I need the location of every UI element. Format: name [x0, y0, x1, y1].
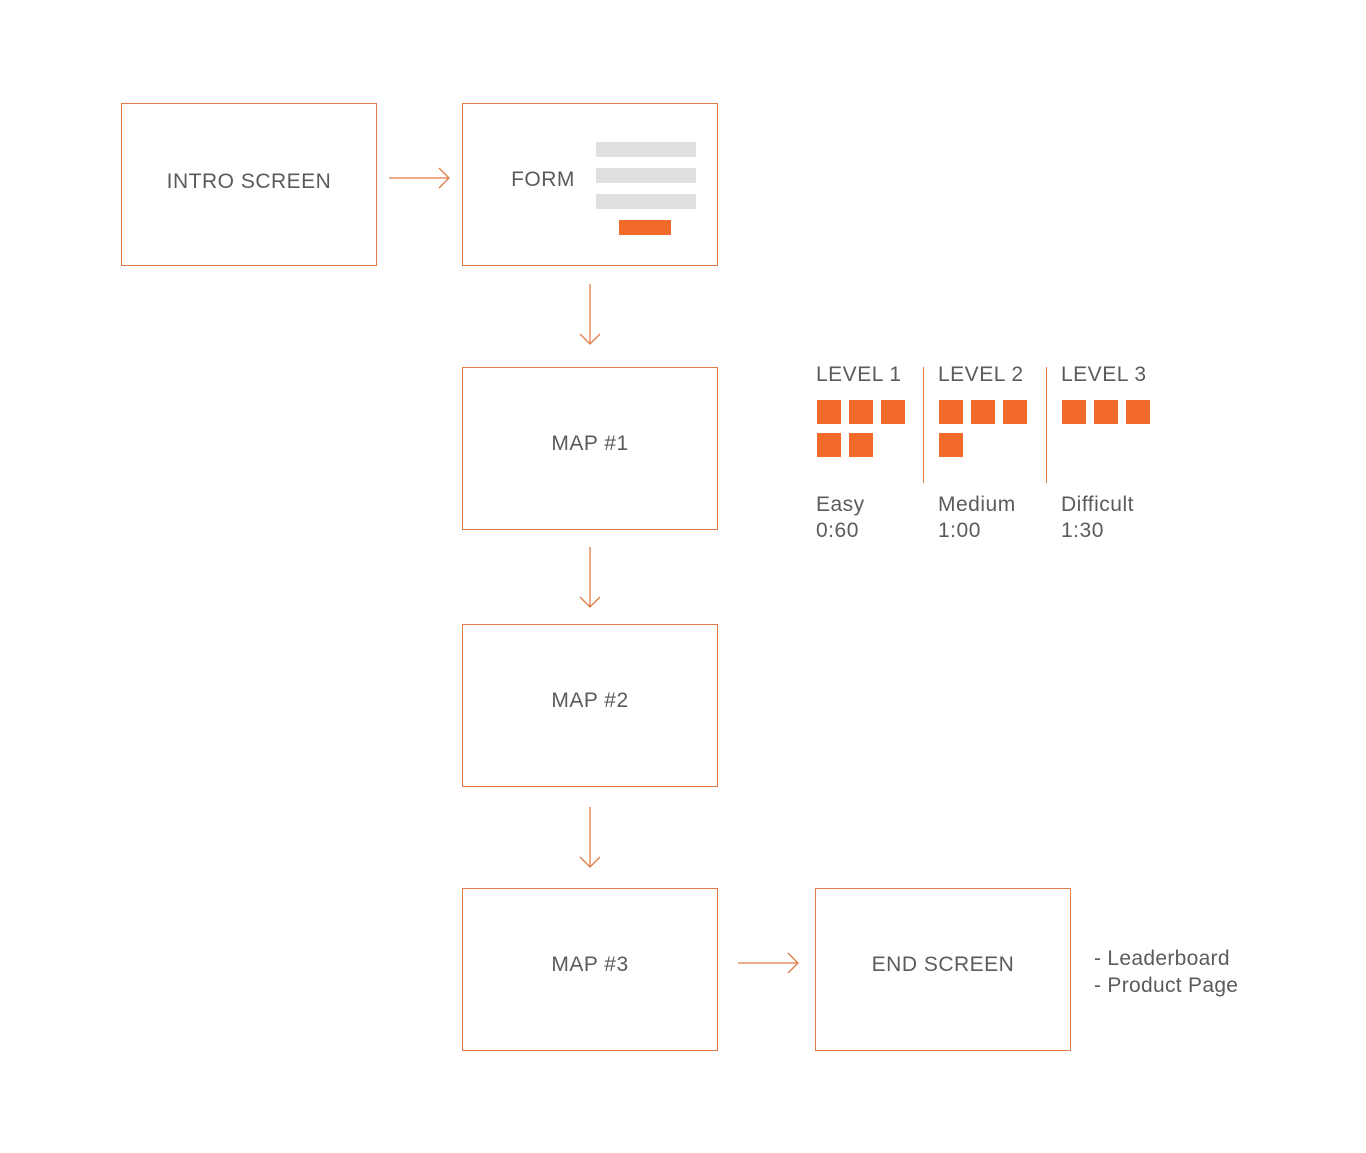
map-3-box: MAP #3 [462, 888, 718, 1051]
level-1-info: Easy 0:60 [816, 492, 865, 544]
form-box: FORM [462, 103, 718, 266]
arrow-map-2-to-map-3 [579, 807, 601, 869]
level-3-square [1126, 400, 1150, 424]
end-screen-notes: - Leaderboard - Product Page [1094, 945, 1238, 999]
end-screen-label: END SCREEN [871, 953, 1015, 976]
form-submit-placeholder [619, 220, 671, 235]
level-2-info: Medium 1:00 [938, 492, 1016, 544]
end-screen-box: END SCREEN [815, 888, 1071, 1051]
arrow-map-3-to-end [738, 952, 800, 974]
form-field-placeholder-2 [596, 168, 696, 183]
end-note-leaderboard: - Leaderboard [1094, 947, 1230, 970]
level-2-difficulty: Medium [938, 493, 1016, 516]
arrow-form-to-map-1 [579, 284, 601, 346]
level-3-title: LEVEL 3 [1061, 363, 1147, 386]
level-3: LEVEL 3 [1061, 363, 1183, 483]
map-2-box: MAP #2 [462, 624, 718, 787]
level-1-square [849, 433, 873, 457]
level-1-square [817, 433, 841, 457]
level-2-time: 1:00 [938, 519, 981, 542]
level-2: LEVEL 2 [938, 363, 1060, 483]
level-2-square [939, 433, 963, 457]
arrow-intro-to-form [389, 167, 451, 189]
form-label: FORM [511, 168, 575, 191]
level-1: LEVEL 1 [816, 363, 938, 483]
level-1-square [849, 400, 873, 424]
map-1-label: MAP #1 [551, 432, 629, 455]
intro-screen-box: INTRO SCREEN [121, 103, 377, 266]
level-1-square [817, 400, 841, 424]
form-field-placeholder-1 [596, 142, 696, 157]
form-field-placeholder-3 [596, 194, 696, 209]
map-1-box: MAP #1 [462, 367, 718, 530]
arrow-map-1-to-map-2 [579, 547, 601, 609]
level-3-time: 1:30 [1061, 519, 1104, 542]
end-note-product-page: - Product Page [1094, 974, 1239, 997]
level-2-title: LEVEL 2 [938, 363, 1024, 386]
level-2-square [1003, 400, 1027, 424]
level-2-square [939, 400, 963, 424]
intro-screen-label: INTRO SCREEN [166, 170, 332, 193]
level-3-difficulty: Difficult [1061, 493, 1134, 516]
level-divider-1 [923, 367, 924, 483]
level-1-time: 0:60 [816, 519, 859, 542]
level-divider-2 [1046, 367, 1047, 483]
level-1-difficulty: Easy [816, 493, 865, 516]
level-3-square [1094, 400, 1118, 424]
level-1-square [881, 400, 905, 424]
level-3-info: Difficult 1:30 [1061, 492, 1134, 544]
map-3-label: MAP #3 [551, 953, 629, 976]
level-2-square [971, 400, 995, 424]
level-3-square [1062, 400, 1086, 424]
level-1-title: LEVEL 1 [816, 363, 902, 386]
map-2-label: MAP #2 [551, 689, 629, 712]
